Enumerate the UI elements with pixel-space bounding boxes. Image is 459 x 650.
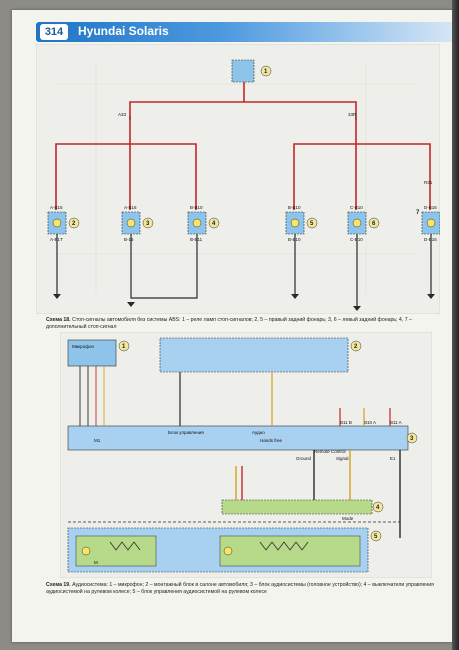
- pin-label: B-B10: [190, 205, 203, 210]
- head-unit: [67, 425, 409, 451]
- callout-4: 4: [212, 221, 216, 227]
- page-header: 314 Hyundai Solaris: [36, 22, 452, 42]
- speaker-icon: [81, 546, 91, 556]
- wire-label-a33: A33: [118, 112, 127, 117]
- speaker-icon: [223, 546, 233, 556]
- book-title: Hyundai Solaris: [78, 24, 169, 38]
- bulb-icon: [192, 218, 202, 228]
- mode-label: Mode: [342, 516, 354, 521]
- pin-label: B-B10: [288, 205, 301, 210]
- steering-switches: [221, 499, 373, 515]
- audio-system-wiring-diagram: 1 Микрофон 2 3 M1 Блок управления Аудио …: [60, 332, 432, 578]
- callout-d2-4: 4: [376, 505, 380, 511]
- hands-free-label: Hands free: [260, 438, 283, 443]
- ground-label: Ground: [296, 456, 312, 461]
- mic-label: Микрофон: [72, 344, 94, 349]
- ground-icon: [53, 294, 61, 299]
- diagram-18-caption: Схема 18. Стоп-сигналы автомобиля без си…: [46, 317, 412, 330]
- key-a-label: B11 B: [340, 420, 352, 425]
- manual-page: 314 Hyundai Solaris 1: [12, 10, 452, 642]
- wire-label-r31: R31: [424, 180, 433, 185]
- callout-d2-1: 1: [122, 344, 126, 350]
- ground-icon: [353, 306, 361, 311]
- callout-d2-3: 3: [410, 436, 414, 442]
- bulb-icon: [352, 218, 362, 228]
- ground-icon: [291, 294, 299, 299]
- bulb-icon: [426, 218, 436, 228]
- relay-box: [231, 59, 255, 83]
- callout-d2-5: 5: [374, 534, 378, 540]
- pin-m1: M1: [94, 438, 101, 443]
- pin-label: D-B16: [424, 205, 437, 210]
- signal-label: Signal: [336, 456, 349, 461]
- brake-light-wiring-diagram: 1 A33 33R R31: [36, 44, 440, 314]
- key-b-label: B10 A: [364, 420, 376, 425]
- pin-label: B-16: [124, 237, 134, 242]
- remote-control-label: Remote Control: [314, 449, 346, 454]
- pin-m-label: M: [94, 560, 98, 565]
- callout-5: 5: [310, 221, 314, 227]
- book-spine-edge: [452, 0, 459, 650]
- bulb-icon: [290, 218, 300, 228]
- junction-block: [159, 337, 349, 373]
- ground-icon: [127, 302, 135, 307]
- body-ctrl-label: Блок управления: [168, 430, 204, 435]
- pin-label: A-B15: [50, 205, 63, 210]
- page-number: 314: [40, 24, 68, 40]
- callout-d2-2: 2: [354, 344, 358, 350]
- callout-2: 2: [72, 221, 76, 227]
- audio-label: Аудио: [252, 430, 265, 435]
- pin-label: A-B16: [124, 205, 137, 210]
- callout-6: 6: [372, 221, 376, 227]
- diagram-19-caption: Схема 19. Аудиосистема: 1 – микрофон; 2 …: [46, 582, 434, 595]
- callout-1: 1: [264, 69, 268, 75]
- bulb-icon: [52, 218, 62, 228]
- microphone-box: [67, 339, 117, 367]
- bulb-icon: [126, 218, 136, 228]
- pin-label: C-B10: [350, 205, 363, 210]
- wire-label-33r: 33R: [348, 112, 357, 117]
- callout-3: 3: [146, 221, 150, 227]
- key-c-label: B11 A: [390, 420, 402, 425]
- callout-7: 7: [416, 210, 420, 216]
- pin-label: B-B11: [190, 237, 203, 242]
- e1-label: E1: [390, 456, 396, 461]
- ground-icon: [427, 294, 435, 299]
